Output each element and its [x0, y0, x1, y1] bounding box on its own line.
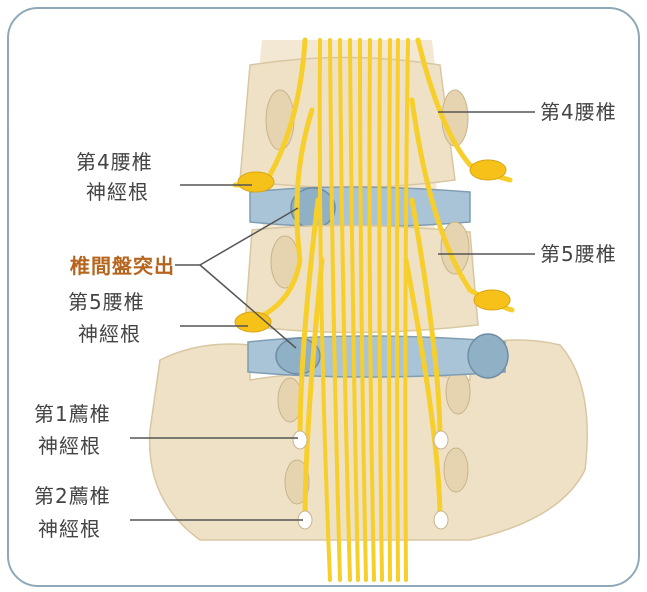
label-l5-root-line1: 第5腰椎	[68, 288, 145, 316]
label-l4-vertebra: 第4腰椎	[540, 98, 617, 126]
label-l4-root-line2: 神經根	[86, 178, 149, 206]
label-s2-root-line2: 神經根	[38, 515, 101, 543]
label-l5-vertebra: 第5腰椎	[540, 240, 617, 268]
label-herniation: 椎間盤突出	[70, 252, 175, 280]
label-s1-root-line2: 神經根	[38, 432, 101, 460]
label-l5-root-line2: 神經根	[78, 320, 141, 348]
label-s2-root-line1: 第2薦椎	[34, 482, 111, 510]
label-l4-root-line1: 第4腰椎	[76, 148, 153, 176]
label-s1-root-line1: 第1薦椎	[34, 400, 111, 428]
